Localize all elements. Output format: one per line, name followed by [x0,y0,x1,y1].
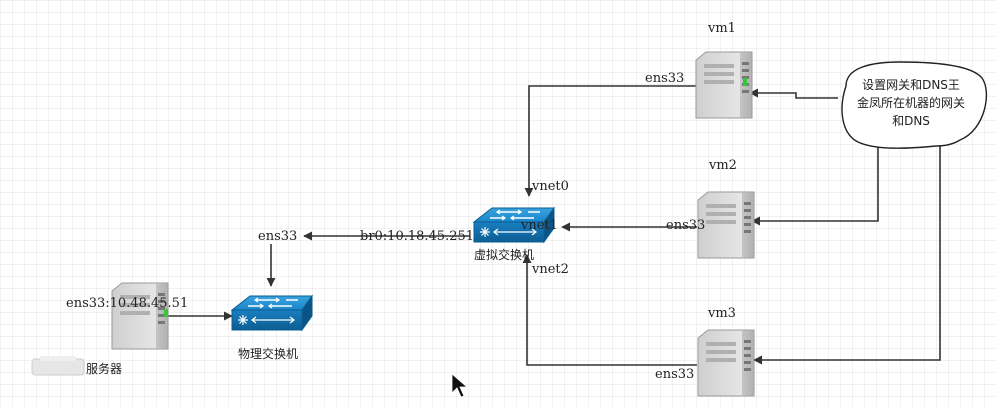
device-icon [31,356,85,376]
vnet2-label: vnet2 [532,262,569,277]
note-line-2: 金凤所在机器的网关 [856,96,965,110]
vm3-iface-label: ens33 [655,367,695,382]
vm1-iface-label: ens33 [645,71,685,86]
physical-switch-label: 物理交换机 [238,347,299,361]
note-text: 设置网关和DNS王 金凤所在机器的网关 和DNS [846,76,976,130]
vnet1-label: vnet1 [521,218,558,233]
vnet0-label: vnet0 [532,179,569,194]
link-note-vm1 [749,88,838,99]
link-vm1-vnet0 [524,85,697,197]
note-cloud [841,61,988,149]
vm2-label: vm2 [709,158,737,173]
link-note-vm3 [753,145,941,365]
server-label: 服务器 [86,362,123,376]
note-line-3: 和DNS [892,114,930,128]
vm3-label: vm3 [708,306,736,321]
cursor-icon [451,373,469,398]
link-vm3-vnet2 [522,254,697,366]
vm1-server-icon [695,51,753,119]
vm2-iface-label: ens33 [666,218,706,233]
bridge-label: br0:10.18.45.251 [360,229,475,244]
vm3-server-icon [697,329,755,397]
physical-switch-icon [231,295,313,331]
virtual-switch-label: 虚拟交换机 [474,248,535,262]
link-note-vm2 [751,145,879,226]
vm2-server-icon [697,191,755,259]
note-line-1: 设置网关和DNS王 [862,78,960,92]
physical-switch-iface-label: ens33 [258,229,298,244]
vm1-label: vm1 [708,21,736,36]
server-icon [111,282,169,350]
server-iface-label: ens33:10.48.45.51 [66,296,189,311]
